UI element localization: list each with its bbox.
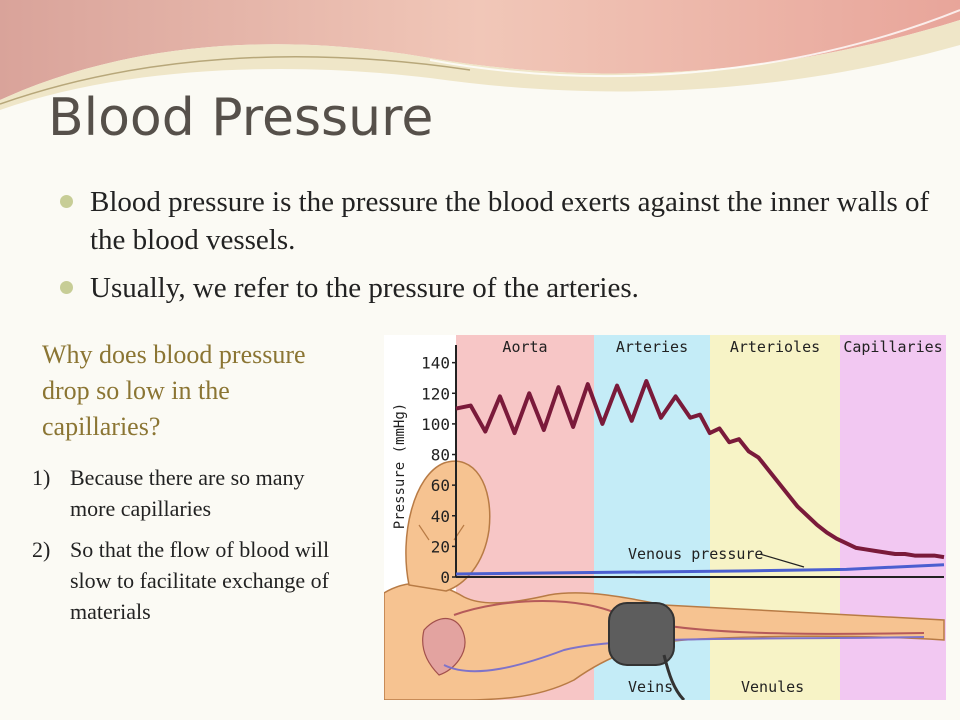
answer-list: 1) Because there are so many more capill… — [32, 462, 352, 637]
zone-label-aorta: Aorta — [502, 338, 547, 356]
answer-text: Because there are so many more capillari… — [70, 465, 305, 521]
venules-label: Venules — [741, 678, 804, 696]
y-tick-label: 100 — [421, 415, 450, 434]
zone-band-capillaries — [840, 335, 946, 700]
slide-title: Blood Pressure — [48, 88, 434, 148]
annotation-leader-line — [759, 553, 805, 568]
veins-label: Veins — [628, 678, 673, 696]
y-axis-title: Pressure (mmHg) — [392, 403, 408, 529]
bullet-list: Blood pressure is the pressure the blood… — [58, 183, 938, 317]
bullet-text: Usually, we refer to the pressure of the… — [90, 272, 639, 304]
question-text: Why does blood pressure drop so low in t… — [42, 340, 306, 441]
venous-pressure-annotation: Venous pressure — [628, 545, 763, 563]
answer-text: So that the flow of blood will slow to f… — [70, 537, 330, 624]
bullet-dot-icon — [60, 281, 73, 294]
answer-item: 1) Because there are so many more capill… — [32, 462, 352, 524]
arterial-pressure-line — [455, 379, 945, 560]
y-tick-label: 80 — [431, 446, 450, 465]
bullet-dot-icon — [60, 195, 73, 208]
y-tick-label: 20 — [431, 537, 450, 556]
venous-pressure-line — [455, 563, 945, 576]
y-tick-label: 0 — [440, 568, 450, 587]
zone-label-arteries: Arteries — [616, 338, 688, 356]
bullet-item: Usually, we refer to the pressure of the… — [58, 269, 938, 307]
bullet-text: Blood pressure is the pressure the blood… — [90, 186, 930, 256]
zone-label-capillaries: Capillaries — [843, 338, 942, 356]
y-tick-label: 140 — [421, 354, 450, 373]
answer-number: 1) — [32, 465, 51, 490]
y-tick-label: 40 — [431, 507, 450, 526]
zone-label-arterioles: Arterioles — [730, 338, 820, 356]
y-tick-label: 60 — [431, 476, 450, 495]
answer-item: 2) So that the flow of blood will slow t… — [32, 534, 352, 627]
body-illustration — [384, 460, 945, 700]
bullet-item: Blood pressure is the pressure the blood… — [58, 183, 938, 259]
header-wave-decoration — [0, 0, 960, 120]
y-tick-label: 120 — [421, 384, 450, 403]
zone-band-arterioles — [710, 335, 840, 700]
answer-number: 2) — [32, 537, 51, 562]
